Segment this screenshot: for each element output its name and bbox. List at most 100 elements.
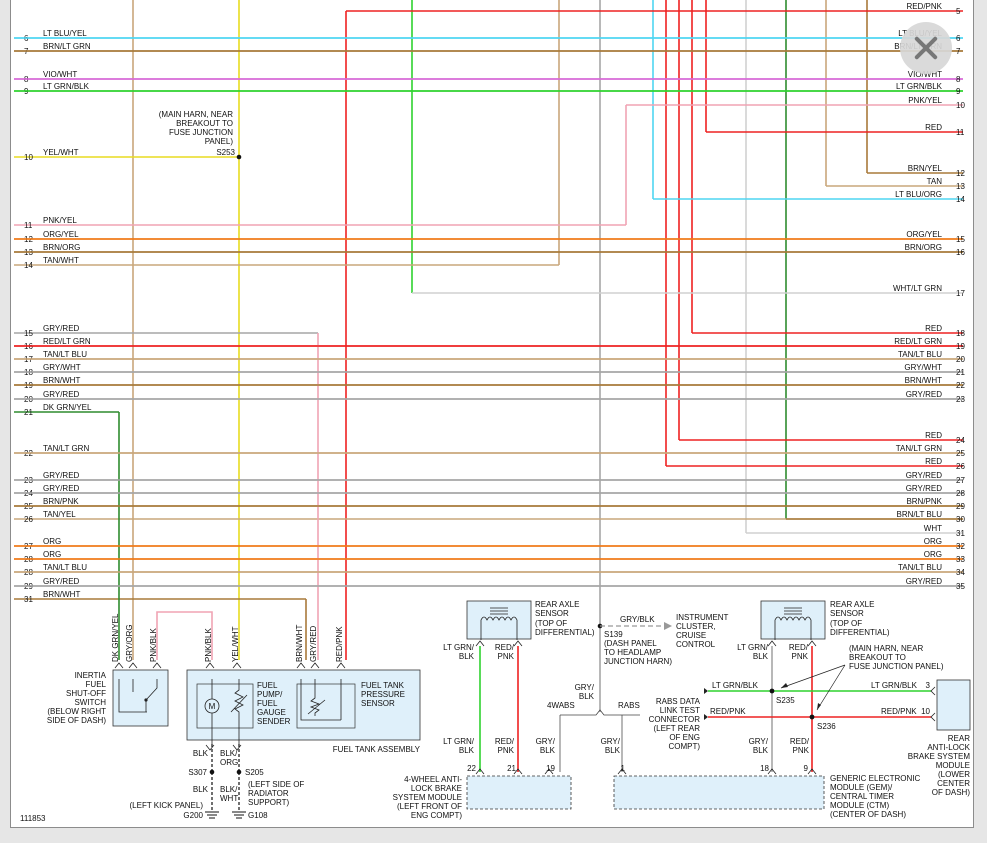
- abs-wire-a2: BLK: [459, 746, 475, 755]
- rabs-pin-3: 3: [926, 681, 931, 690]
- wire-left-label-1: BRN/LT GRN: [43, 42, 91, 51]
- wire-right-num-25: 30: [956, 515, 965, 524]
- sensor-label-2: PRESSURE: [361, 690, 405, 699]
- wire-right-num-30: 35: [956, 582, 965, 591]
- abs-wire-c1: GRY/: [536, 737, 556, 746]
- gem-wire-b1: GRY/: [749, 737, 769, 746]
- wire-right-num-26: 31: [956, 529, 965, 538]
- wire-right-num-5: 10: [956, 101, 965, 110]
- wire-right-label-19: RED: [925, 431, 942, 440]
- wire-pnk-blk-loop: [156, 611, 213, 660]
- wire-right-label-18: GRY/RED: [906, 390, 943, 399]
- wire-right-label-14: RED/LT GRN: [894, 337, 942, 346]
- wire-left-label-21: ORG: [43, 537, 61, 546]
- s253-label: S253: [216, 148, 235, 157]
- rabs-label-7: OF DASH): [932, 788, 971, 797]
- sensor-label-3: SENSOR: [361, 699, 395, 708]
- wire-right-label-0: RED/PNK: [906, 2, 942, 11]
- tank-pin-label-pnkblk: PNK/BLK: [204, 628, 213, 662]
- right-sensor-wire-a2: BLK: [753, 652, 769, 661]
- wire-left-label-24: GRY/RED: [43, 577, 80, 586]
- arrow-right-icon: [664, 622, 672, 630]
- wire-right-num-1: 6: [956, 34, 961, 43]
- rabs-label-3: BRAKE SYSTEM: [908, 752, 971, 761]
- inertia-fuel-shutoff-switch: INERTIA FUEL SHUT-OFF SWITCH (BELOW RIGH…: [47, 613, 169, 727]
- fuel-tank-assembly: M FUEL PUMP/ FUEL GAUGE SENDER FUEL TANK…: [130, 625, 421, 820]
- inertia-pin-label-pnkblk: PNK/BLK: [149, 628, 158, 662]
- wire-left-label-2: VIO/WHT: [43, 70, 77, 79]
- wire-right-num-28: 33: [956, 555, 965, 564]
- rabs-connector-label-1: RABS DATA: [656, 697, 701, 706]
- right-sensor-pin-arrows: [767, 640, 817, 647]
- right-sensor-wire-b2: PNK: [792, 652, 809, 661]
- right-sensor-label-2: SENSOR: [830, 609, 864, 618]
- s205-note-1: (LEFT SIDE OF: [248, 780, 304, 789]
- wire-right-label-25: BRN/LT BLU: [897, 510, 943, 519]
- inertia-label-2: FUEL: [86, 680, 107, 689]
- s205-note-3: SUPPORT): [248, 798, 290, 807]
- splice-s307-label: S307: [188, 768, 207, 777]
- splice-s253-dot: [236, 154, 242, 160]
- s235-note-1: (MAIN HARN, NEAR: [849, 644, 923, 653]
- ground-wire-blk-1: BLK: [193, 749, 209, 758]
- ground-wires: [211, 744, 240, 812]
- wire-right-label-7: BRN/YEL: [908, 164, 943, 173]
- wire-left-label-22: ORG: [43, 550, 61, 559]
- fuel-pump-box: [196, 683, 254, 729]
- close-x-icon[interactable]: [900, 22, 952, 74]
- right-sensor-wire-a1: LT GRN/: [737, 643, 769, 652]
- selector-rabs-label: RABS: [618, 701, 640, 710]
- wire-left-label-10: RED/LT GRN: [43, 337, 91, 346]
- wire-left-label-15: DK GRN/YEL: [43, 403, 92, 412]
- axle-sensor-magnet-icon: [490, 607, 508, 615]
- s139-note-3: JUNCTION HARN): [604, 657, 672, 666]
- wire-right-num-18: 23: [956, 395, 965, 404]
- wire-right-label-30: GRY/RED: [906, 577, 943, 586]
- wire-left-label-25: BRN/WHT: [43, 590, 80, 599]
- right-sensor-label-4: DIFFERENTIAL): [830, 628, 890, 637]
- wire-right-label-22: GRY/RED: [906, 471, 943, 480]
- abs-wire-b1: RED/: [495, 737, 515, 746]
- wire-right-label-26: WHT: [924, 524, 942, 533]
- wire-right-label-4: LT GRN/BLK: [896, 82, 943, 91]
- wire-right-num-6: 11: [956, 128, 965, 137]
- wire-left-label-0: LT BLU/YEL: [43, 29, 87, 38]
- wire-right-label-10: ORG/YEL: [906, 230, 942, 239]
- wire-right-num-8: 13: [956, 182, 965, 191]
- wire-right-num-20: 25: [956, 449, 965, 458]
- gem-label-3: CENTRAL TIMER: [830, 792, 894, 801]
- wire-right-label-5: PNK/YEL: [908, 96, 942, 105]
- gem-box: [613, 775, 825, 810]
- selector-4wabs-label: 4WABS: [547, 701, 575, 710]
- wire-right-num-14: 19: [956, 342, 965, 351]
- splice-s139: GRY/BLK INSTRUMENT CLUSTER, CRUISE CONTR…: [597, 613, 729, 666]
- rabs-label-4: MODULE: [936, 761, 970, 770]
- switch-contact-icon: [118, 679, 158, 713]
- fuel-tank-assembly-label: FUEL TANK ASSEMBLY: [333, 745, 421, 754]
- gem-wire-b2: BLK: [753, 746, 769, 755]
- s139-note-1: (DASH PANEL: [604, 639, 657, 648]
- gem-label-1: GENERIC ELECTRONIC: [830, 774, 920, 783]
- s139-note-2: TO HEADLAMP: [604, 648, 661, 657]
- instrument-label-1: INSTRUMENT: [676, 613, 729, 622]
- abs-label-4: (LEFT FRONT OF: [397, 802, 462, 811]
- left-sensor-wire-b2: PNK: [498, 652, 515, 661]
- s253-note-4: PANEL): [205, 137, 234, 146]
- instrument-label-2: CLUSTER,: [676, 622, 716, 631]
- pump-label-1: FUEL: [257, 681, 278, 690]
- rabs-connector-label-3: CONNECTOR: [649, 715, 701, 724]
- wire-left-label-11: TAN/LT BLU: [43, 350, 87, 359]
- wire-right-label-8: TAN: [927, 177, 943, 186]
- pump-label-2: PUMP/: [257, 690, 283, 699]
- left-sensor-pin-arrows: [475, 640, 523, 647]
- rabs-label-6: CENTER: [937, 779, 970, 788]
- inertia-label-5: (BELOW RIGHT: [47, 707, 106, 716]
- splice-s205-label: S205: [245, 768, 264, 777]
- wire-right-num-24: 29: [956, 502, 965, 511]
- right-sensor-label-3: (TOP OF: [830, 619, 862, 628]
- abs-label-3: SYSTEM MODULE: [393, 793, 462, 802]
- wire-right-label-17: BRN/WHT: [905, 376, 942, 385]
- rabs-module-box: [936, 679, 971, 731]
